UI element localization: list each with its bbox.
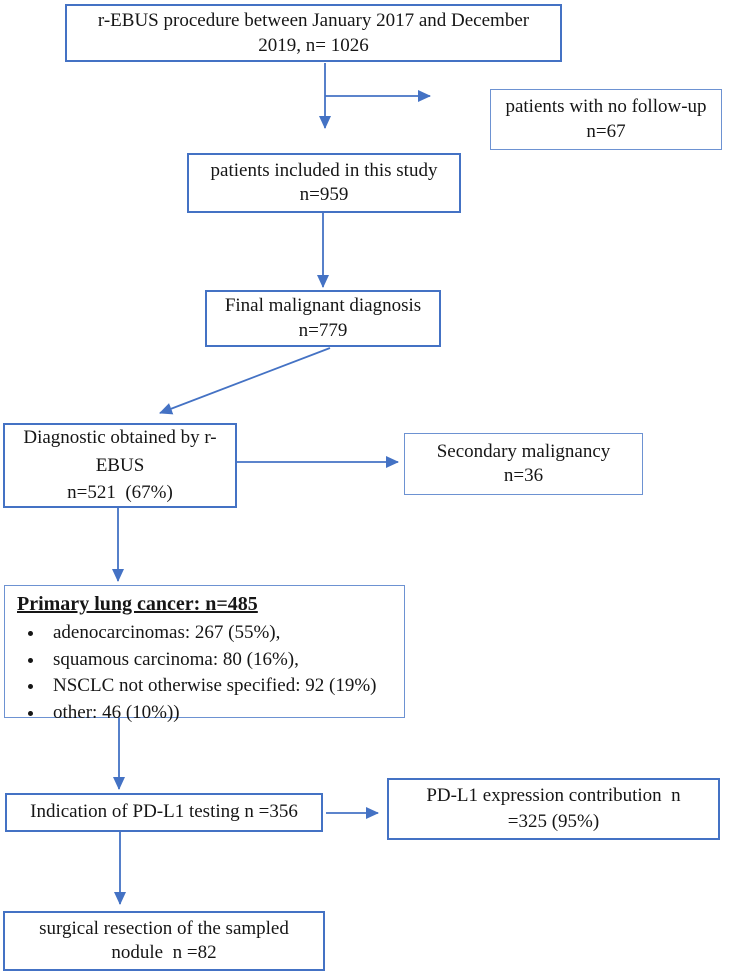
text-line: r-EBUS procedure between January 2017 an… — [97, 9, 530, 31]
text-line: =325 (95%) — [507, 811, 600, 832]
text-line: n=779 — [298, 319, 348, 341]
box-final-malignant-diagnosis: Final malignant diagnosis n=779 — [205, 290, 441, 347]
box-primary-lung-cancer: Primary lung cancer: n=485 adenocarcinom… — [4, 585, 405, 723]
box-no-followup: patients with no follow-up n=67 — [490, 89, 722, 150]
text-line: patients included in this study — [210, 159, 438, 181]
bullet-squamous: squamous carcinoma: 80 (16%), — [45, 647, 376, 674]
text-line: Final malignant diagnosis — [224, 295, 422, 317]
box-surgical-resection: surgical resection of the sampled nodule… — [3, 911, 325, 971]
text-line: nodule n =82 — [111, 942, 217, 963]
primary-lung-cancer-title: Primary lung cancer: n=485 — [17, 593, 258, 615]
text-line: patients with no follow-up — [505, 96, 707, 118]
text-line: 2019, n= 1026 — [258, 35, 369, 56]
text-line: n=521 (67%) — [67, 482, 173, 504]
box-patients-included: patients included in this study n=959 — [187, 153, 461, 213]
bullet-adenocarcinomas: adenocarcinomas: 267 (55%), — [45, 620, 376, 647]
arrow-final-to-diagnostic — [159, 347, 331, 415]
text-line: n=67 — [586, 120, 626, 142]
primary-bullet-list: adenocarcinomas: 267 (55%), squamous car… — [17, 620, 376, 726]
text-line: EBUS — [95, 454, 145, 476]
bullet-other: other: 46 (10%)) — [45, 700, 376, 727]
box-rebus-procedure: r-EBUS procedure between January 2017 an… — [65, 4, 562, 62]
box-indication-pdl1-testing: Indication of PD-L1 testing n =356 — [5, 793, 323, 832]
text-line: PD-L1 expression contribution n — [426, 784, 681, 806]
text-line: n=36 — [503, 465, 544, 486]
text-line: Indication of PD-L1 testing n =356 — [30, 801, 298, 823]
box-diagnostic-obtained-rebus: Diagnostic obtained by r- EBUS n=521 (67… — [3, 423, 237, 508]
box-pdl1-expression-contribution: PD-L1 expression contribution n =325 (95… — [387, 778, 720, 840]
bullet-nsclc: NSCLC not otherwise specified: 92 (19%) — [45, 673, 376, 700]
box-secondary-malignancy: Secondary malignancy n=36 — [404, 433, 643, 495]
text-line: Secondary malignancy — [436, 440, 611, 462]
text-line: n=959 — [299, 184, 349, 205]
text-line: Diagnostic obtained by r- — [23, 427, 217, 449]
text-line: surgical resection of the sampled — [39, 917, 289, 939]
